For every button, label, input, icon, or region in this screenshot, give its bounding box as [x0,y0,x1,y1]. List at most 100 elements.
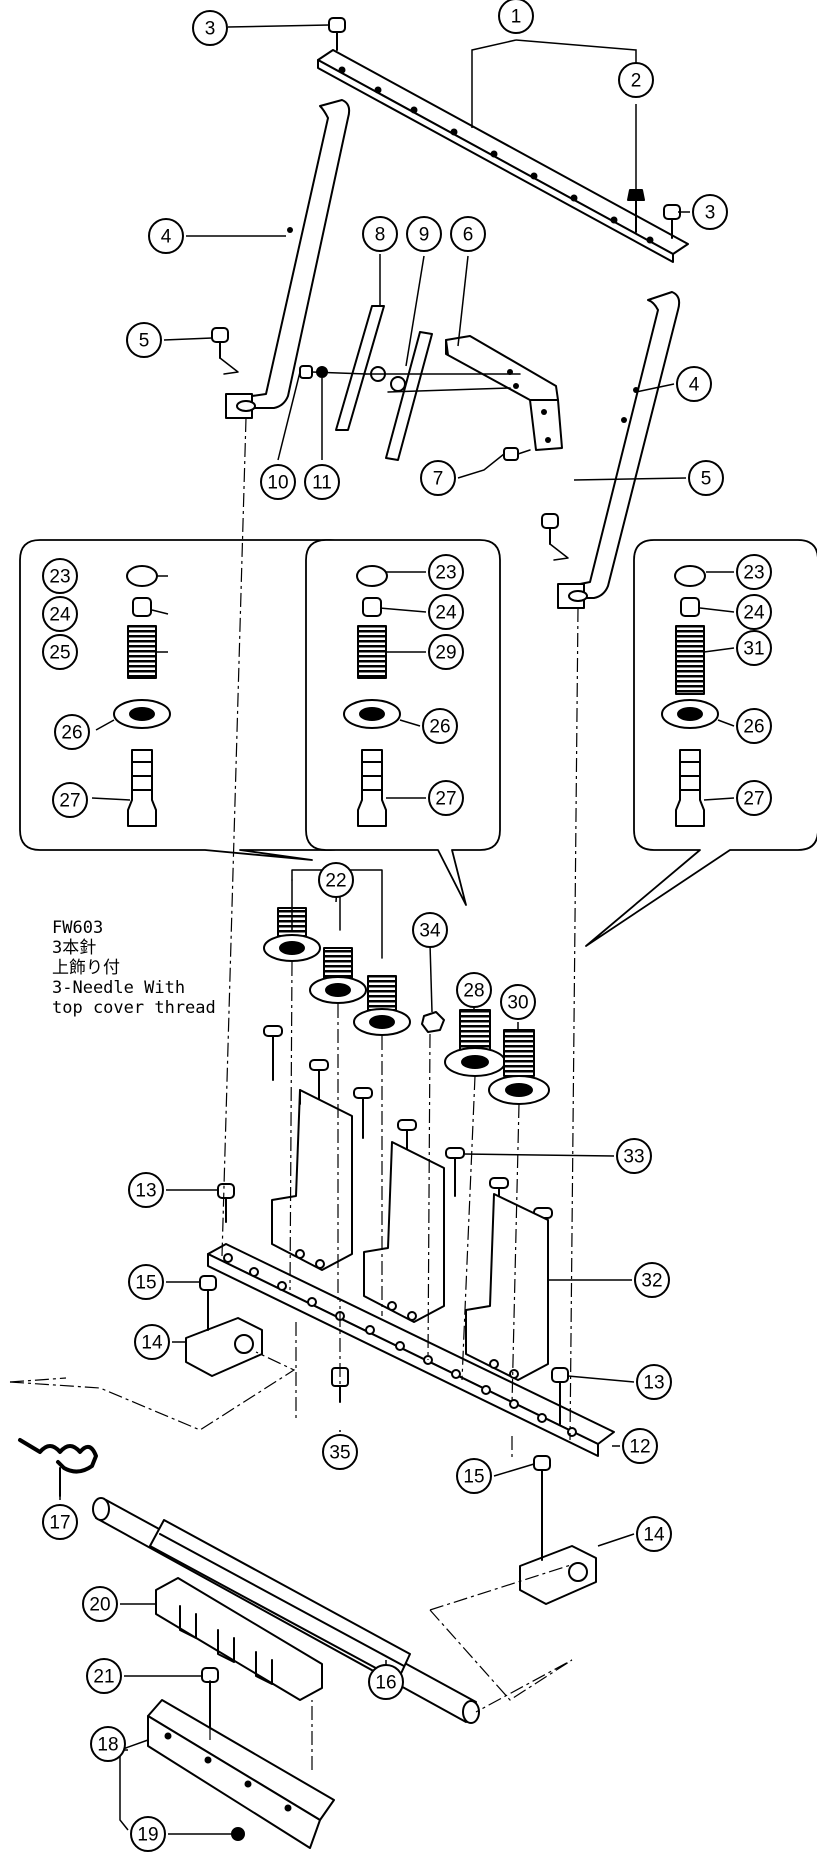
callout-number: 9 [419,225,430,246]
callout-number: 5 [139,331,150,352]
callout-number: 16 [375,1673,396,1694]
callout-circle [456,1458,492,1494]
callout-number: 13 [643,1373,664,1394]
callout-23b: 23 [428,554,464,590]
tension-detail-panels [19,539,817,947]
callout-number: 4 [161,227,172,248]
needle-count-en: 3-Needle With [52,978,186,998]
callout-14a: 14 [134,1324,170,1360]
callout-15b: 15 [456,1458,492,1494]
callout-circle [126,322,162,358]
callout-circle [42,634,78,670]
callout-number: 7 [433,469,444,490]
callout-circle [322,1434,358,1470]
callout-number: 28 [463,981,484,1002]
thread-tension-assemblies [263,869,550,1105]
callout-29: 29 [428,634,464,670]
thread-guide-assembly [299,305,563,461]
callout-number: 35 [329,1443,350,1464]
callout-number: 31 [743,639,764,660]
callout-number: 24 [743,603,765,624]
callout-4b: 4 [676,366,712,402]
callout-number: 6 [463,225,474,246]
callout-23a: 23 [42,558,78,594]
callout-number: 2 [631,71,642,92]
callout-12: 12 [622,1428,658,1464]
cover-thread-en: top cover thread [52,998,216,1018]
callout-number: 3 [705,203,716,224]
callout-34: 34 [412,912,448,948]
top-bar-part [317,49,689,263]
callout-24a: 24 [42,596,78,632]
callout-13a: 13 [128,1172,164,1208]
callout-20: 20 [82,1586,118,1622]
callout-11: 11 [304,464,340,500]
callout-number: 3 [205,19,216,40]
callout-circle [406,216,442,252]
callout-circle [304,464,340,500]
tension-components-center [343,565,401,827]
callout-24c: 24 [736,594,772,630]
callout-circle [634,1262,670,1298]
callout-number: 33 [623,1147,644,1168]
callout-number: 32 [641,1271,662,1292]
callout-35: 35 [322,1434,358,1470]
callout-2: 2 [618,62,654,98]
callout-number: 24 [49,605,71,626]
callout-number: 11 [312,473,332,494]
callout-number: 26 [743,717,764,738]
cover-part [147,1699,335,1849]
callout-number: 10 [267,473,288,494]
model-code: FW603 [52,918,104,938]
callout-circle [622,1428,658,1464]
callout-circle [428,780,464,816]
callout-circle [688,460,724,496]
callout-number: 14 [141,1333,163,1354]
callout-circle [692,194,728,230]
mounting-block-part [185,1275,597,1605]
callout-8: 8 [362,216,398,252]
callout-6: 6 [450,216,486,252]
callout-circle [428,634,464,670]
callout-circle [736,594,772,630]
callout-circle [450,216,486,252]
callout-9: 9 [406,216,442,252]
callout-circle [82,1586,118,1622]
callout-circle [676,366,712,402]
callout-number: 18 [97,1735,118,1756]
callout-circle [428,554,464,590]
callout-circle [130,1816,166,1852]
screw-part [328,17,681,239]
callout-circle [318,862,354,898]
callout-circle [90,1726,126,1762]
callout-15a: 15 [128,1264,164,1300]
callout-number: 30 [507,993,528,1014]
callout-number: 27 [743,789,764,810]
callout-circle [412,912,448,948]
callout-32: 32 [634,1262,670,1298]
callout-number: 15 [135,1273,156,1294]
leader-lines [59,24,735,1835]
callout-10: 10 [260,464,296,500]
callout-23c: 23 [736,554,772,590]
callout-circle [86,1658,122,1694]
callout-circle [148,218,184,254]
callout-25: 25 [42,634,78,670]
callout-circle [134,1324,170,1360]
callout-circle [636,1516,672,1552]
screw-part [211,327,569,561]
callout-19: 19 [130,1816,166,1852]
callout-number: 4 [689,375,700,396]
callout-number: 8 [375,225,386,246]
callout-16: 16 [368,1664,404,1700]
callout-number: 20 [89,1595,110,1616]
callout-number: 22 [325,871,346,892]
callout-5a: 5 [126,322,162,358]
callout-circle [736,708,772,744]
callout-circle [52,782,88,818]
callout-circle [42,596,78,632]
callout-number: 29 [435,643,456,664]
